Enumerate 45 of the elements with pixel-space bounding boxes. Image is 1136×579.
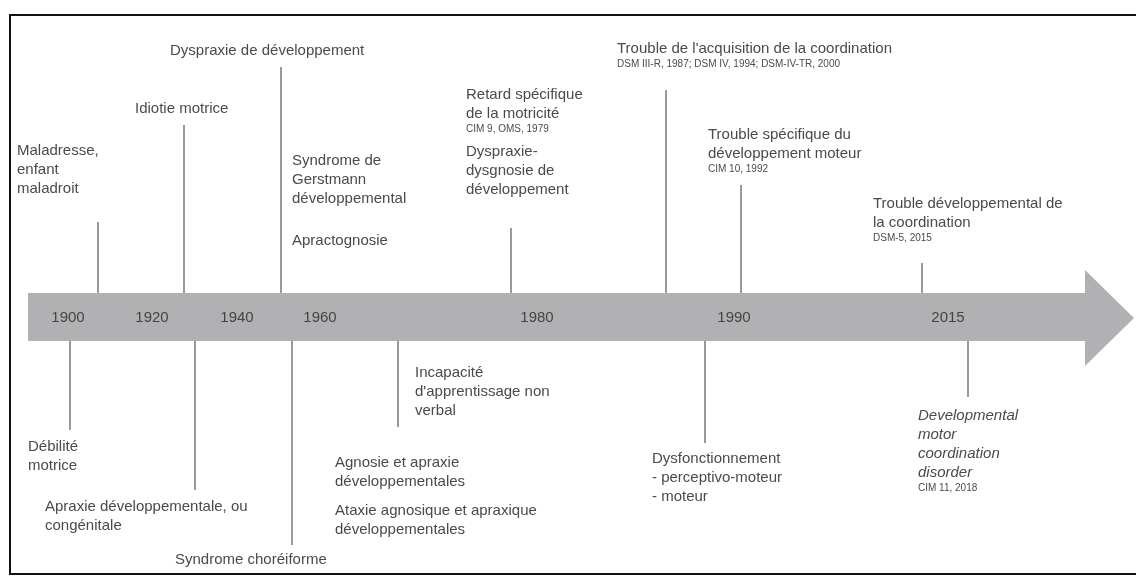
year-label: 1960	[303, 307, 337, 326]
leader-line	[194, 340, 196, 491]
source-note: DSM-5, 2015	[873, 231, 933, 244]
term-text: - moteur	[652, 486, 709, 505]
term-text: Syndrome choréiforme	[175, 549, 328, 568]
term-text: Trouble spécifique du développement moteur	[708, 124, 863, 162]
term-text: Agnosie et apraxie développementales	[335, 452, 467, 490]
leader-line	[967, 340, 969, 398]
term-text: Developmental motor coordination disorder	[918, 405, 1020, 481]
term-text: Apraxie développementale, ou congénitale	[45, 496, 249, 534]
term-text: Syndrome de Gerstmann développemental	[292, 150, 408, 207]
source-note: CIM 11, 2018	[918, 481, 979, 494]
leader-line	[69, 340, 71, 431]
term-text: Trouble de l'acquisition de la coordination	[617, 38, 893, 57]
term-text: Débilité motrice	[28, 436, 80, 474]
year-label: 1980	[520, 307, 554, 326]
term-text: Ataxie agnosique et apraxique développementales	[335, 500, 538, 538]
year-label: 1900	[51, 307, 85, 326]
term-text: Idiotie motrice	[135, 98, 230, 117]
leader-line	[183, 124, 185, 294]
term-text: Incapacité d'apprentissage non verbal	[415, 362, 551, 419]
leader-line	[704, 340, 706, 444]
term-text: Dyspraxie de développement	[170, 40, 366, 59]
year-label: 1940	[220, 307, 254, 326]
source-note: DSM III-R, 1987; DSM IV, 1994; DSM-IV-TR, 2000	[617, 57, 842, 70]
term-text: Dysfonctionnement	[652, 448, 782, 467]
year-label: 2015	[931, 307, 965, 326]
term-text: Trouble développemental de la coordination	[873, 193, 1064, 231]
leader-line	[510, 227, 512, 294]
year-label: 1990	[717, 307, 751, 326]
leader-line	[291, 340, 293, 546]
term-text: Maladresse, enfant maladroit	[17, 140, 100, 197]
year-label: 1920	[135, 307, 169, 326]
leader-line	[280, 66, 282, 294]
leader-line	[97, 221, 99, 294]
term-text: Retard spécifique de la motricité	[466, 84, 584, 122]
leader-line	[665, 89, 667, 294]
leader-line	[921, 262, 923, 294]
source-note: CIM 9, OMS, 1979	[466, 122, 550, 135]
leader-line	[740, 184, 742, 294]
leader-line	[397, 340, 399, 428]
source-note: CIM 10, 1992	[708, 162, 770, 175]
term-text: Apractognosie	[292, 230, 389, 249]
term-text: Dyspraxie-dysgnosie de développement	[466, 141, 570, 198]
term-text: - perceptivo-moteur	[652, 467, 784, 486]
